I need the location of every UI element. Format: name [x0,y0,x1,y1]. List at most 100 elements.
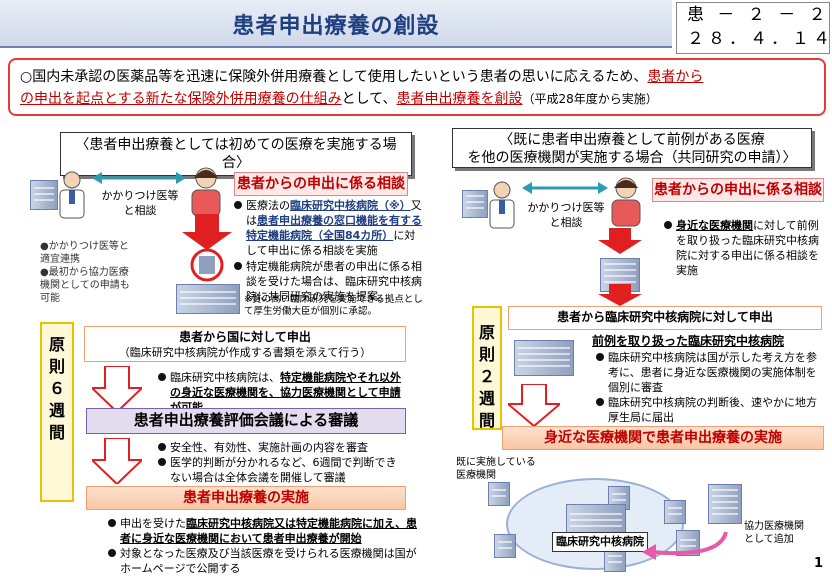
intro-highlight-2: の申出を起点とする新たな保険外併用療養の仕組み [20,91,342,107]
hospital-icon [176,284,240,314]
title-bar [0,0,672,48]
side-note: 可能 [40,293,60,304]
doctor-icon [59,171,85,219]
consult-arrow-icon [522,182,608,194]
research-hospital-icon [566,504,626,536]
left-impl-bullets: 申出を受けた臨床研究中核病院又は特定機能病院に加え、患者に身近な医療機関において… [108,516,420,576]
bullet-text: 臨床研究中核病院は、 [170,371,280,384]
period-char: 間 [48,423,65,442]
period-char: 週 [48,401,65,420]
existing-label-line: 医療機関 [456,470,496,481]
left-footnote: ※質の高い臨床研究を実施できる拠点として厚生労働大臣が個別に承認。 [244,294,423,317]
right-period-label: 原 則 ２ 週 間 [472,306,502,430]
bullet-text-underlined: 患者申出療養の窓口機能を有する特定機能病院（全国84カ所） [246,214,422,242]
left-side-notes: ●かかりつけ医等と 適宜連携 ●最初から協力医療 機関としての申請も 可能 [40,240,130,305]
document-number-line1: 患 － ２ － ２ [687,5,830,25]
left-apply-box: 患者から国に対して申出 （臨床研究中核病院が作成する書類を添えて行う） [84,326,406,362]
side-note: ●かかりつけ医等と [40,241,129,252]
side-note: 適宜連携 [40,254,80,265]
right-heading-line: を他の医療機関が実施する場合（共同研究の申請）〉 [467,150,797,166]
bullet-text: に対して申出に係る相談を実施 [246,229,416,257]
side-note: 機関としての申請も [40,280,130,291]
left-review-box: 患者申出療養評価会議による審議 [86,408,406,434]
bullet-text-underlined: 臨床研究中核病院又は特定機能病院に加え、患者に身近な医療機関において患者申出療養… [120,517,417,545]
down-arrow-icon [182,214,232,250]
patient-icon [611,177,641,227]
down-arrow-outline-icon [92,438,142,484]
bullet-text: 臨床研究中核病院は国が示した考え方を参考に、患者に身近な医療機関の実施体制を個別… [608,351,817,394]
intro-prefix: ○国内未承認の医薬品等を迅速に保険外併用療養として使用したいという患者の思いに応… [20,69,648,85]
bullet-text: 安全性、有効性、実施計画の内容を審査 [170,441,368,454]
period-char: 則 [478,345,495,364]
right-impl-box: 身近な医療機関で患者申出療養の実施 [502,426,824,450]
document-number-line2: ２８．４．１４ [687,29,832,49]
research-hospital-label: 臨床研究中核病院 [552,532,648,552]
bullet-text-underlined: 身近な医療機関 [676,219,753,232]
clinic-icon [494,534,516,558]
intro-highlight-3: 患者申出療養を創設 [396,91,523,107]
apply-subtitle: （臨床研究中核病院が作成する書類を添えて行う） [118,346,372,359]
added-label-line: 協力医療機関 [744,521,804,532]
bullet-text: に対して前例を取り扱った臨床研究中核病院に対する申出に係る相談を実施 [676,219,819,277]
doctor-icon [489,181,515,229]
right-sub-bullets: 臨床研究中核病院は国が示した考え方を参考に、患者に身近な医療機関の実施体制を個別… [596,350,824,425]
bullet-text: 特定機能病院が患者の申出に係る相談を受けた場合は、臨床研究中核病院に共同研究の実… [246,260,422,303]
right-heading-line: 〈既に患者申出療養として前例がある医療 [499,132,765,148]
page-number: 1 [814,556,824,571]
left-impl-box: 患者申出療養の実施 [86,486,406,510]
period-char: 間 [478,411,495,430]
period-char: ２ [478,367,495,386]
bullet-text: 臨床研究中核病院の判断後、速やかに地方厚生局に届出 [608,396,817,424]
patient-icon [191,167,221,217]
existing-institution-label: 既に実施している 医療機関 [456,456,566,482]
added-label-line: として追加 [744,534,794,545]
right-consult-bullet: 身近な医療機関に対して前例を取り扱った臨床研究中核病院に対する申出に係る相談を実… [664,218,824,278]
added-partner-label: 協力医療機関 として追加 [744,520,828,546]
intro-highlight-1: 患者から [647,69,704,85]
left-period-label: 原 則 ６ 週 間 [40,322,74,502]
right-apply-box: 患者から臨床研究中核病院に対して申出 [508,306,822,330]
bullet-text: 医学的判断が分かれるなど、6週間で判断できない場合は全体会議を開催して審議 [170,456,397,484]
right-sub-title: 前例を取り扱った臨床研究中核病院 [592,334,785,348]
intro-box: ○国内未承認の医薬品等を迅速に保険外併用療養として使用したいという患者の思いに応… [8,58,826,116]
page-title: 患者申出療養の創設 [232,14,440,39]
down-arrow-icon [598,228,642,254]
existing-label-line: 既に実施している [456,457,536,468]
hospital-icon [708,484,742,524]
right-arrow-label: かかりつけ医等 と相談 [527,201,605,229]
right-heading: 〈既に患者申出療養として前例がある医療 を他の医療機関が実施する場合（共同研究の… [452,128,812,168]
research-hospital-icon [514,340,574,376]
down-arrow-outline-icon [508,384,560,426]
period-char: 週 [478,389,495,408]
left-heading: 〈患者申出療養としては初めての医療を実施する場合〉 [60,132,412,176]
right-consult-box: 患者からの申出に係る相談 [652,178,824,202]
bullet-text: 対象となった医療及び当該医療を受けられる医療機関は国がホームページで公開する [120,547,417,575]
bullet-text-underlined: 臨床研究中核病院（※） [290,199,411,212]
bullet-text: 申出を受けた [120,517,186,530]
down-arrow-outline-icon [92,366,142,412]
intro-suffix: （平成28年度から実施） [522,92,658,106]
left-consult-bullets: 医療法の臨床研究中核病院（※）又は患者申出療養の窓口機能を有する特定機能病院（全… [234,198,422,304]
side-note: ●最初から協力医療 [40,267,129,278]
period-char: 原 [48,335,65,354]
down-arrow-icon [598,284,642,306]
period-char: ６ [48,379,65,398]
document-number: 患 － ２ － ２ ２８．４．１４ [676,2,830,54]
clinic-icon [488,482,510,506]
clinic-icon [664,500,686,524]
clinic-icon [462,190,488,218]
period-char: 則 [48,357,65,376]
curved-arrow-icon [642,531,728,560]
hospital-circle-icon [190,248,224,282]
clinic-icon [30,180,58,210]
bullet-text: 医療法の [246,199,290,212]
left-arrow-label: かかりつけ医等 と相談 [101,189,179,217]
intro-mid: として、 [341,91,397,107]
period-char: 原 [478,323,495,342]
left-apply-bullet: 臨床研究中核病院は、特定機能病院やそれ以外の身近な医療機関を、協力医療機関として… [158,370,406,415]
bullet-text: 又は [246,199,422,227]
left-consult-box: 患者からの申出に係る相談 [234,172,408,196]
apply-title: 患者から国に対して申出 [179,330,311,344]
consult-arrow-icon [92,172,186,184]
left-review-bullets: 安全性、有効性、実施計画の内容を審査 医学的判断が分かれるなど、6週間で判断でき… [158,440,406,485]
